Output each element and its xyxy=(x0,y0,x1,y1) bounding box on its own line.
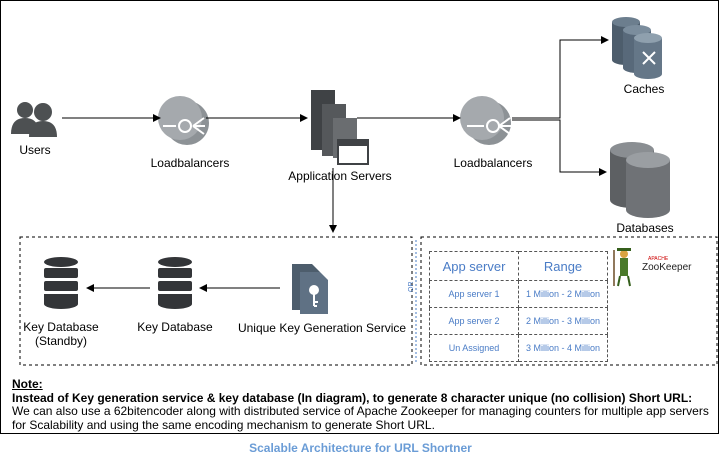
key-database-standby-label: Key Database (Standby) xyxy=(23,320,99,348)
loadbalancer-right-icon xyxy=(460,96,512,145)
zookeeper-name-label: ZooKeeper xyxy=(642,262,692,273)
databases-icon xyxy=(610,142,670,218)
key-service-box xyxy=(19,236,413,366)
users-label: Users xyxy=(19,143,51,157)
table-row: App server 1 1 Million - 2 Million xyxy=(429,280,608,308)
zookeeper-box xyxy=(420,236,718,366)
architecture-diagram xyxy=(11,17,718,366)
app-server-range-table: App server Range App server 1 1 Million … xyxy=(429,251,608,362)
key-database-icon xyxy=(158,257,192,309)
key-database-label: Key Database xyxy=(137,320,213,334)
zookeeper-logo-icon xyxy=(613,248,631,287)
application-servers-icon xyxy=(311,90,369,165)
table-cell: 3 Million - 4 Million xyxy=(518,334,608,362)
databases-label: Databases xyxy=(616,221,674,235)
caches-label: Caches xyxy=(623,82,665,96)
note-title: Note: xyxy=(12,377,43,391)
key-database-standby-icon xyxy=(44,257,78,309)
note-body: We can also use a 62bitencoder along wit… xyxy=(12,404,709,432)
table-header-cell: App server xyxy=(429,251,519,281)
loadbalancer-left-icon xyxy=(158,96,209,145)
diagram-caption: Scalable Architecture for URL Shortner xyxy=(249,441,472,455)
loadbalancers-left-label: Loadbalancers xyxy=(150,156,230,170)
note-bold-line: Instead of Key generation service & key … xyxy=(12,390,693,405)
caches-icon xyxy=(612,17,662,79)
table-cell: App server 2 xyxy=(429,307,519,335)
diagram-frame xyxy=(0,0,719,434)
table-cell: App server 1 xyxy=(429,280,519,308)
users-icon xyxy=(11,102,57,137)
or-label: OR xyxy=(408,281,415,293)
application-servers-label: Application Servers xyxy=(288,169,392,183)
note-block: Note: Instead of Key generation service … xyxy=(12,377,712,432)
unique-key-generation-service-label: Unique Key Generation Service xyxy=(237,321,407,335)
loadbalancers-right-label: Loadbalancers xyxy=(453,156,533,170)
table-header-row: App server Range xyxy=(429,251,608,281)
table-cell: 2 Million - 3 Million xyxy=(518,307,608,335)
table-row: App server 2 2 Million - 3 Million xyxy=(429,307,608,335)
zookeeper-apache-label: APACHE xyxy=(648,256,669,262)
table-cell: 1 Million - 2 Million xyxy=(518,280,608,308)
table-cell: Un Assigned xyxy=(429,334,519,362)
table-row: Un Assigned 3 Million - 4 Million xyxy=(429,334,608,362)
key-generation-service-icon xyxy=(292,264,328,314)
arrow-lb-to-databases xyxy=(512,119,607,176)
table-header-cell: Range xyxy=(518,251,608,281)
arrow-lb-to-caches xyxy=(512,36,609,119)
